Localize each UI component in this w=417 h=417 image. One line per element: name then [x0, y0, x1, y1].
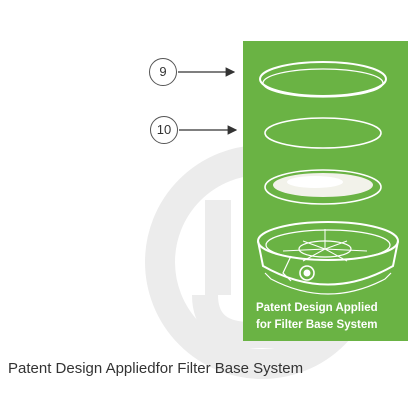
disc-part — [264, 117, 382, 149]
filter-base-part — [257, 221, 399, 295]
panel-caption-line-2: for Filter Base System — [256, 319, 378, 331]
ring-part — [259, 61, 387, 98]
figure-caption: Patent Design Appliedfor Filter Base Sys… — [8, 360, 304, 377]
callout-9: 9 — [149, 58, 177, 86]
panel-caption-line-1: Patent Design Applied — [256, 302, 378, 314]
foam-pad-part — [264, 169, 382, 205]
panel-caption: Patent Design Applied for Filter Base Sy… — [256, 300, 378, 334]
callout-10: 10 — [150, 116, 178, 144]
filter-assembly — [257, 61, 399, 295]
